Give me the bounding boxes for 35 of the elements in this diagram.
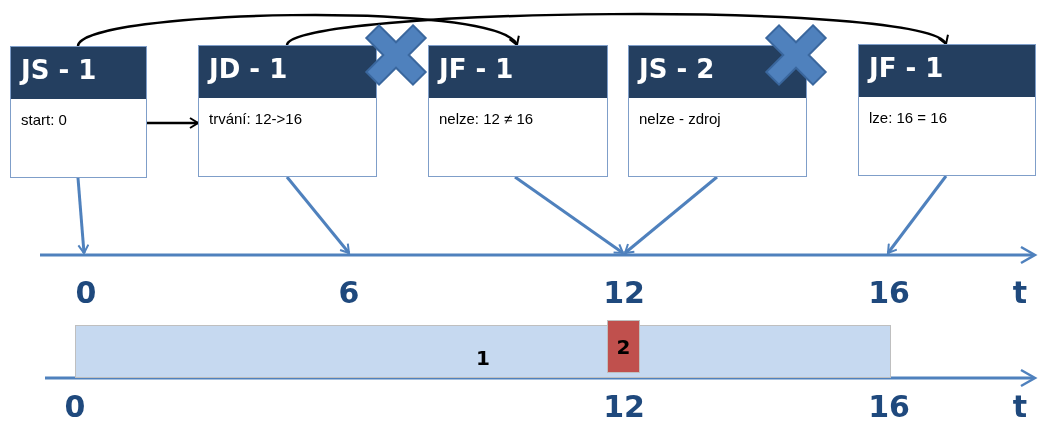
- card-header: JF - 1: [429, 46, 607, 98]
- arrow: [286, 12, 947, 47]
- arrow: [77, 13, 518, 47]
- task-card: [858, 44, 1036, 176]
- card-text: lze: 16 = 16: [869, 109, 947, 126]
- card-header: JD - 1: [199, 46, 376, 98]
- axis-tick-label: 6: [338, 278, 360, 308]
- gantt-bar: [75, 325, 891, 378]
- card-text: trvání: 12->16: [209, 110, 302, 127]
- card-header: JF - 1: [859, 45, 1035, 97]
- arrow: [624, 175, 718, 255]
- axis-tick-label: 0: [75, 278, 97, 308]
- axis-tick-label: 16: [868, 392, 910, 422]
- arrow: [285, 176, 351, 254]
- card-header: JS - 1: [11, 47, 146, 99]
- axis-tick-label: 12: [603, 392, 645, 422]
- axis-tick-label: 16: [868, 278, 910, 308]
- task-card: [428, 45, 608, 177]
- axis-tick-label: 12: [603, 278, 645, 308]
- axis-tick-label: t: [1012, 278, 1028, 308]
- task-card: [10, 46, 147, 178]
- card-text: start: 0: [21, 111, 67, 128]
- card-text: nelze - zdroj: [639, 110, 721, 127]
- task-card: [628, 45, 807, 177]
- gantt-bar: [607, 320, 640, 373]
- axis-tick-label: 0: [64, 392, 86, 422]
- arrow: [514, 175, 624, 255]
- bar-label: 2: [616, 334, 631, 359]
- arrow: [886, 175, 948, 254]
- card-text: nelze: 12 ≠ 16: [439, 110, 534, 127]
- task-card: [198, 45, 377, 177]
- axis-tick-label: t: [1012, 392, 1028, 422]
- arrow: [147, 117, 199, 129]
- arrow: [76, 177, 90, 254]
- bar-label: 1: [476, 345, 490, 370]
